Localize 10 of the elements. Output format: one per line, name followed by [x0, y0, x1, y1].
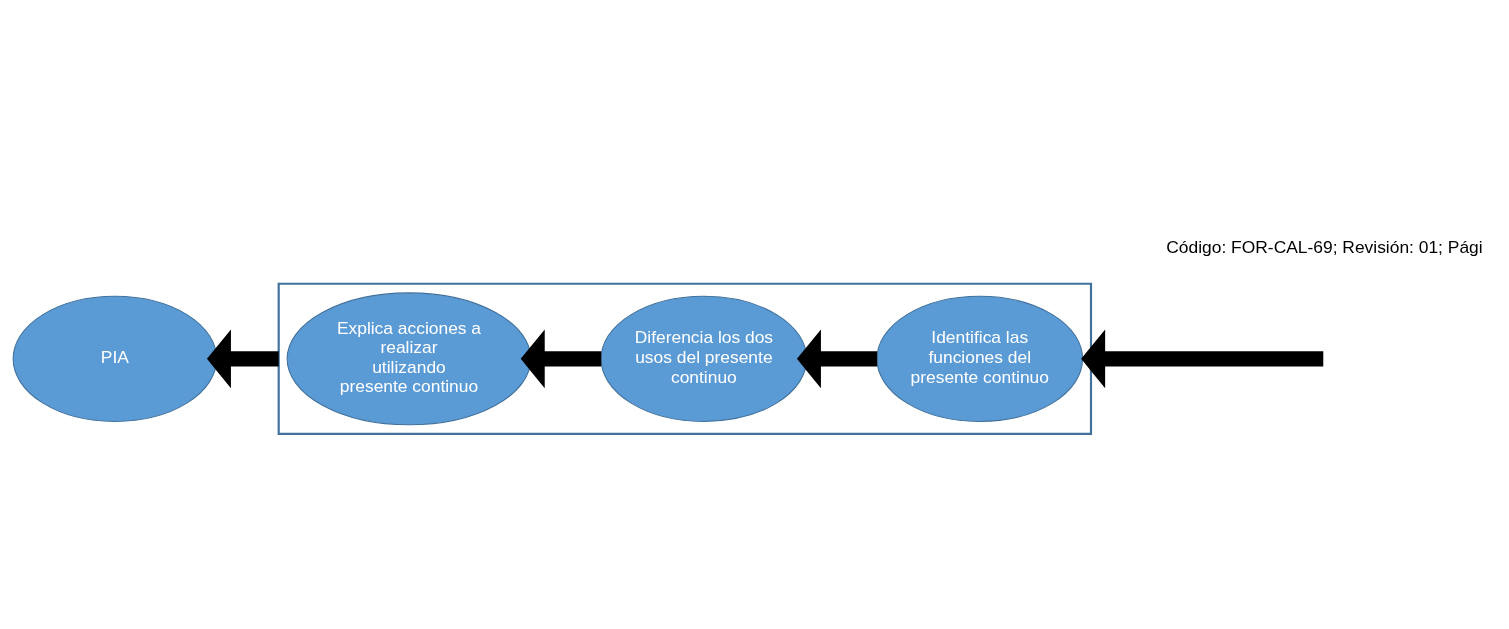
label: Código: FOR-CAL-69; Revisión: 01; Pági: [1166, 237, 1483, 258]
arrow: [520, 329, 602, 389]
cluster: [277, 282, 1093, 436]
arrow: [796, 329, 878, 389]
node-ellipse: PIA: [12, 295, 218, 422]
node-ellipse: Diferencia los dos usos del presente continuo: [600, 295, 808, 422]
node-ellipse: Identifica las funciones del presente continuo: [876, 295, 1084, 422]
node-ellipse: Explica acciones a realizar utilizando presente continuo: [286, 292, 532, 426]
arrow: [206, 329, 279, 389]
arrow: [1081, 329, 1324, 389]
